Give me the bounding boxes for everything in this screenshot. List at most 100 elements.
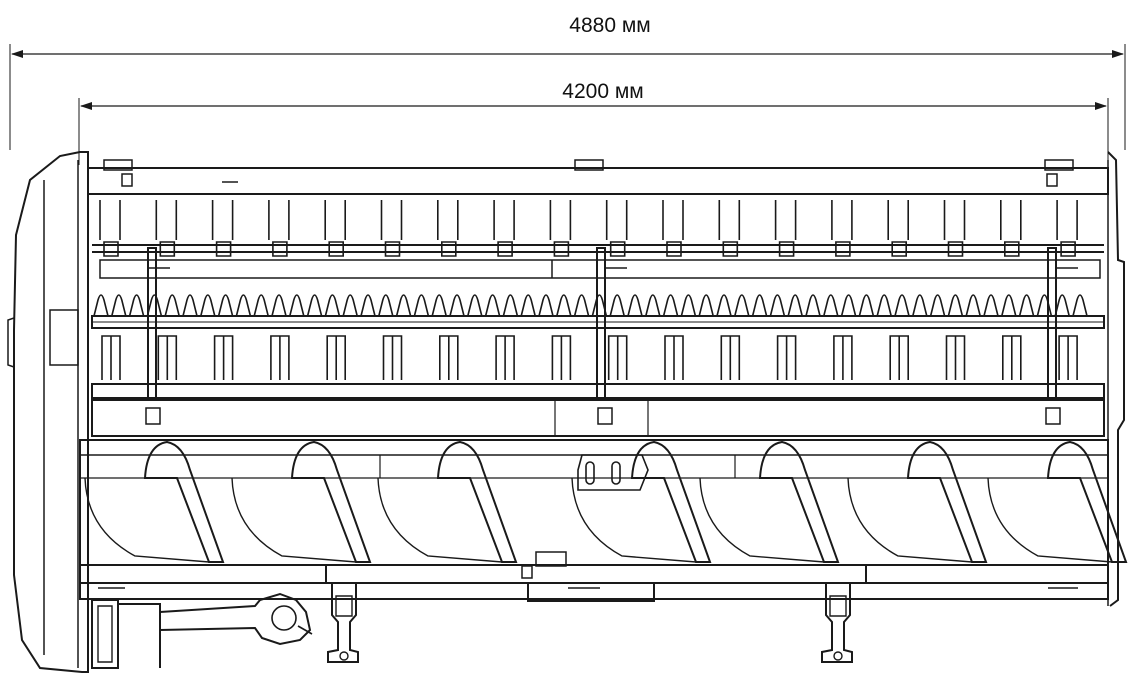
- guard-tooth: [1002, 295, 1016, 316]
- auger-flights: [85, 442, 1126, 562]
- guard-tooth: [272, 295, 286, 316]
- guard-tooth: [94, 295, 108, 316]
- lower-finger: [440, 336, 458, 380]
- reel-tine-pair: [382, 200, 402, 256]
- reel-tine-pair: [888, 200, 908, 256]
- guard-tooth: [842, 295, 856, 316]
- guard-tooth: [414, 295, 428, 316]
- guard-tooth: [1037, 295, 1051, 316]
- guard-tooth: [397, 295, 411, 316]
- guard-tooth: [699, 295, 713, 316]
- lower-frame-beams: [92, 384, 1104, 436]
- guard-tooth: [236, 295, 250, 316]
- lower-finger: [384, 336, 402, 380]
- working-width-label: 4200 мм: [562, 80, 644, 103]
- guard-tooth: [450, 295, 464, 316]
- reel-tine-pair: [832, 200, 852, 256]
- reel-tine-pair: [213, 200, 233, 256]
- guard-tooth: [664, 295, 678, 316]
- guard-tooth: [361, 295, 375, 316]
- auger-flight-edge: [232, 478, 356, 562]
- guard-tooth: [557, 295, 571, 316]
- guard-tooth: [575, 295, 589, 316]
- auger-trough: [80, 440, 1108, 565]
- guard-tooth: [806, 295, 820, 316]
- guard-tooth: [877, 295, 891, 316]
- guard-tooth: [895, 295, 909, 316]
- guard-tooth: [984, 295, 998, 316]
- guard-tooth: [931, 295, 945, 316]
- guard-tooth: [183, 295, 197, 316]
- reel-tine-pair: [550, 200, 570, 256]
- right-side-panel: [1108, 152, 1124, 606]
- lower-finger: [834, 336, 852, 380]
- auger-flight-edge: [85, 478, 209, 562]
- auger-flight-edge: [988, 478, 1112, 562]
- reel-tine-pair: [607, 200, 627, 256]
- auger-flight: [292, 442, 370, 562]
- guard-tooth: [913, 295, 927, 316]
- guard-tooth: [112, 295, 126, 316]
- guard-tooth: [468, 295, 482, 316]
- lower-finger: [609, 336, 627, 380]
- working-width-dimension: [79, 98, 1108, 165]
- lower-finger: [947, 336, 965, 380]
- guard-tooth: [610, 295, 624, 316]
- guard-tooth: [325, 295, 339, 316]
- auger-flight: [760, 442, 838, 562]
- auger-flight-edge: [378, 478, 502, 562]
- reel-tines-lower: [102, 336, 1077, 380]
- guard-tooth: [486, 295, 500, 316]
- reel-arms: [148, 248, 1078, 398]
- cutter-bar-guards: [94, 295, 1087, 316]
- lower-finger: [271, 336, 289, 380]
- overall-width-label: 4880 мм: [569, 14, 651, 37]
- guard-tooth: [539, 295, 553, 316]
- guard-tooth: [1055, 295, 1069, 316]
- lower-finger: [1059, 336, 1077, 380]
- guard-tooth: [824, 295, 838, 316]
- auger-flight: [908, 442, 986, 562]
- reel-tine-pair: [1001, 200, 1021, 256]
- guard-tooth: [753, 295, 767, 316]
- auger-flight-edge: [848, 478, 972, 562]
- guard-tooth: [308, 295, 322, 316]
- guard-tooth: [788, 295, 802, 316]
- overall-width-dimension: [10, 44, 1125, 150]
- guard-tooth: [165, 295, 179, 316]
- auger-flight: [632, 442, 710, 562]
- guard-tooth: [503, 295, 517, 316]
- support-legs: [328, 583, 852, 662]
- reel-tines-upper: [100, 200, 1077, 256]
- reel-tine-pair: [438, 200, 458, 256]
- guard-tooth: [201, 295, 215, 316]
- lower-finger: [890, 336, 908, 380]
- guard-tooth: [681, 295, 695, 316]
- lower-finger: [665, 336, 683, 380]
- guard-tooth: [717, 295, 731, 316]
- reel-tine-pair: [776, 200, 796, 256]
- reel-tine-pair: [100, 200, 120, 256]
- guard-tooth: [147, 295, 161, 316]
- reel-tine-pair: [719, 200, 739, 256]
- guard-tooth: [521, 295, 535, 316]
- auger-flight-edge: [700, 478, 824, 562]
- guard-tooth: [770, 295, 784, 316]
- auger-flight: [438, 442, 516, 562]
- left-side-panel: [8, 152, 88, 672]
- lower-finger: [102, 336, 120, 380]
- guard-tooth: [130, 295, 144, 316]
- guard-tooth: [379, 295, 393, 316]
- reel-tine-pair: [945, 200, 965, 256]
- reel-tine-pair: [269, 200, 289, 256]
- guard-tooth: [628, 295, 642, 316]
- lower-finger: [778, 336, 796, 380]
- guard-tooth: [219, 295, 233, 316]
- guard-tooth: [254, 295, 268, 316]
- guard-tooth: [432, 295, 446, 316]
- lower-finger: [158, 336, 176, 380]
- guard-tooth: [1020, 295, 1034, 316]
- lower-finger: [327, 336, 345, 380]
- pto-drive-shaft: [92, 594, 312, 668]
